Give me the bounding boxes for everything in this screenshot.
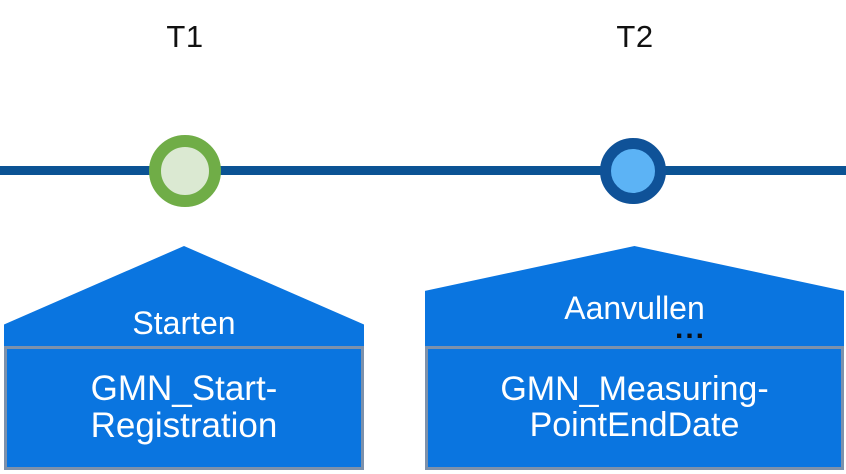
event-banner-label-supplement: Aanvullen bbox=[564, 290, 705, 326]
event-box-supplement[interactable]: GMN_Measuring- PointEndDate bbox=[425, 346, 844, 470]
time-point-label-t1: T1 bbox=[166, 19, 204, 54]
time-point-marker-t1[interactable] bbox=[149, 135, 221, 207]
event-box-label-start: GMN_Start- Registration bbox=[90, 369, 278, 445]
event-box-start[interactable]: GMN_Start- Registration bbox=[4, 346, 364, 470]
timeline-axis bbox=[0, 166, 846, 175]
event-banner-label-start: Starten bbox=[132, 305, 236, 341]
event-group-start[interactable]: Starten GMN_Start- Registration bbox=[4, 246, 364, 474]
event-box-label-supplement: GMN_Measuring- PointEndDate bbox=[500, 370, 769, 444]
event-banner-start: Starten bbox=[4, 246, 364, 348]
event-banner-ellipsis-supplement: ... bbox=[675, 312, 707, 345]
time-point-label-t2: T2 bbox=[616, 19, 654, 54]
time-point-marker-t2[interactable] bbox=[600, 138, 666, 204]
event-banner-supplement: Aanvullen ... bbox=[425, 246, 844, 348]
event-group-supplement[interactable]: Aanvullen ... GMN_Measuring- PointEndDat… bbox=[425, 246, 844, 474]
